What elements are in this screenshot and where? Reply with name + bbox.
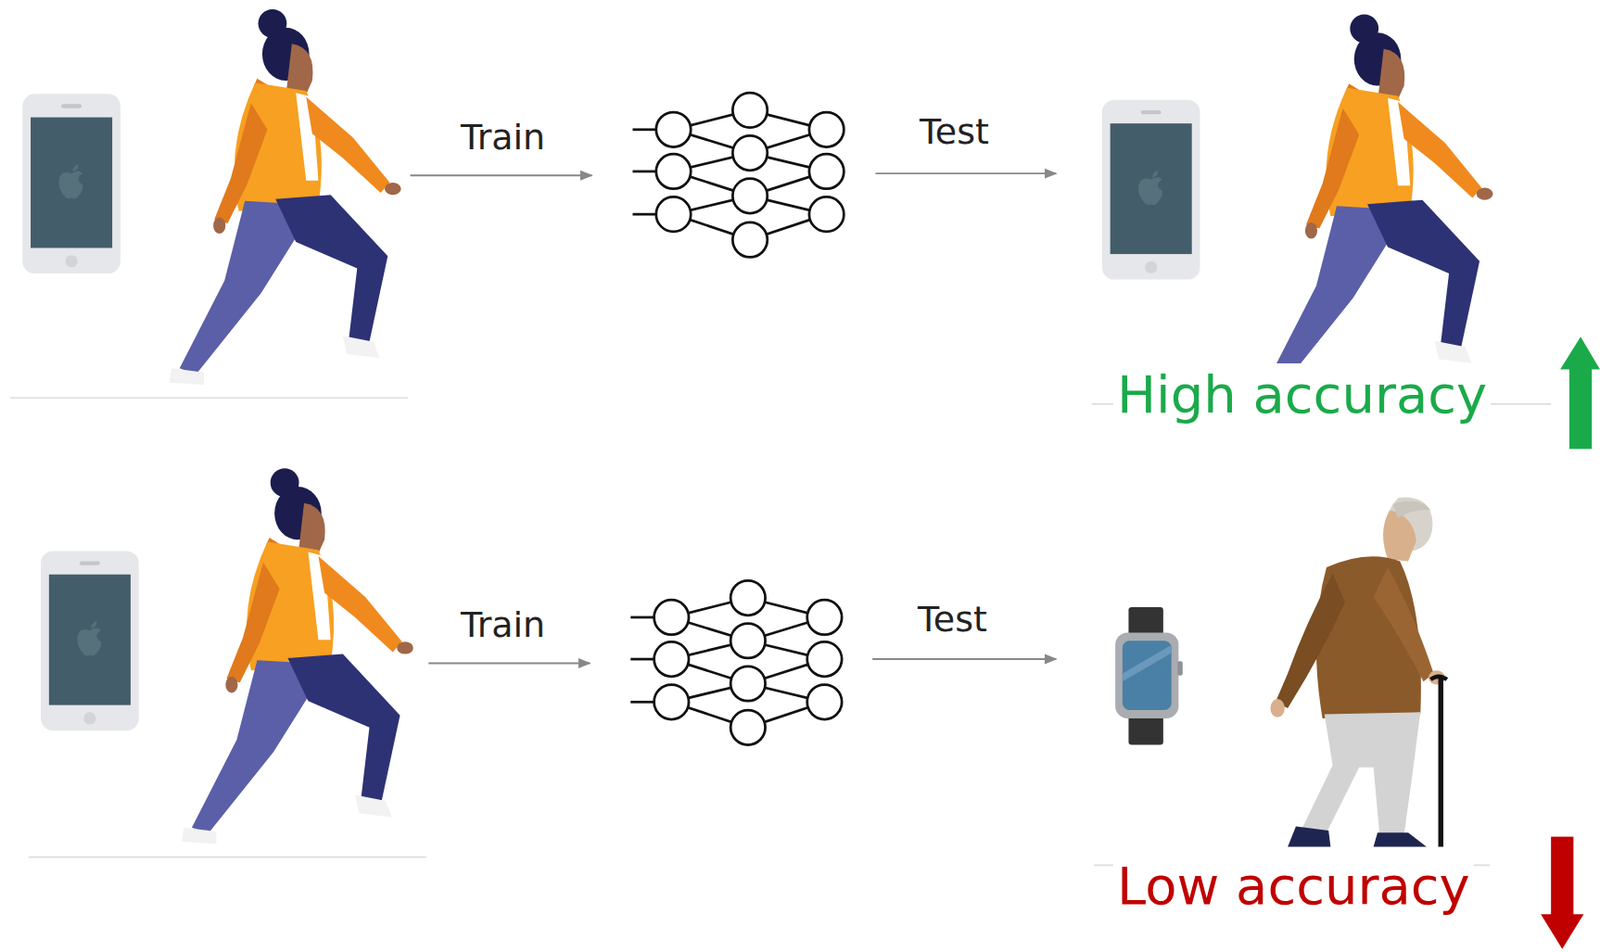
result-label: Low accuracy [1113,854,1474,917]
step-label: Test [915,111,993,154]
phone-icon [1102,100,1201,280]
down-arrow [1540,837,1584,950]
elderly-figure [1269,497,1447,848]
flow-arrow [410,173,1057,663]
phone-icon [22,93,121,274]
phone-icon [40,550,140,731]
result-label: High accuracy [1113,363,1491,426]
watch-icon [1115,607,1183,746]
step-label: Train [457,604,549,648]
runner-figure [181,468,414,844]
neural-network [632,92,844,257]
step-label: Test [914,598,991,642]
up-arrow [1560,336,1600,449]
runner-figure [1261,13,1494,390]
neural-network [630,580,842,745]
ground-line [10,397,1551,865]
step-label: Train [457,116,549,160]
runner-figure [169,9,402,385]
